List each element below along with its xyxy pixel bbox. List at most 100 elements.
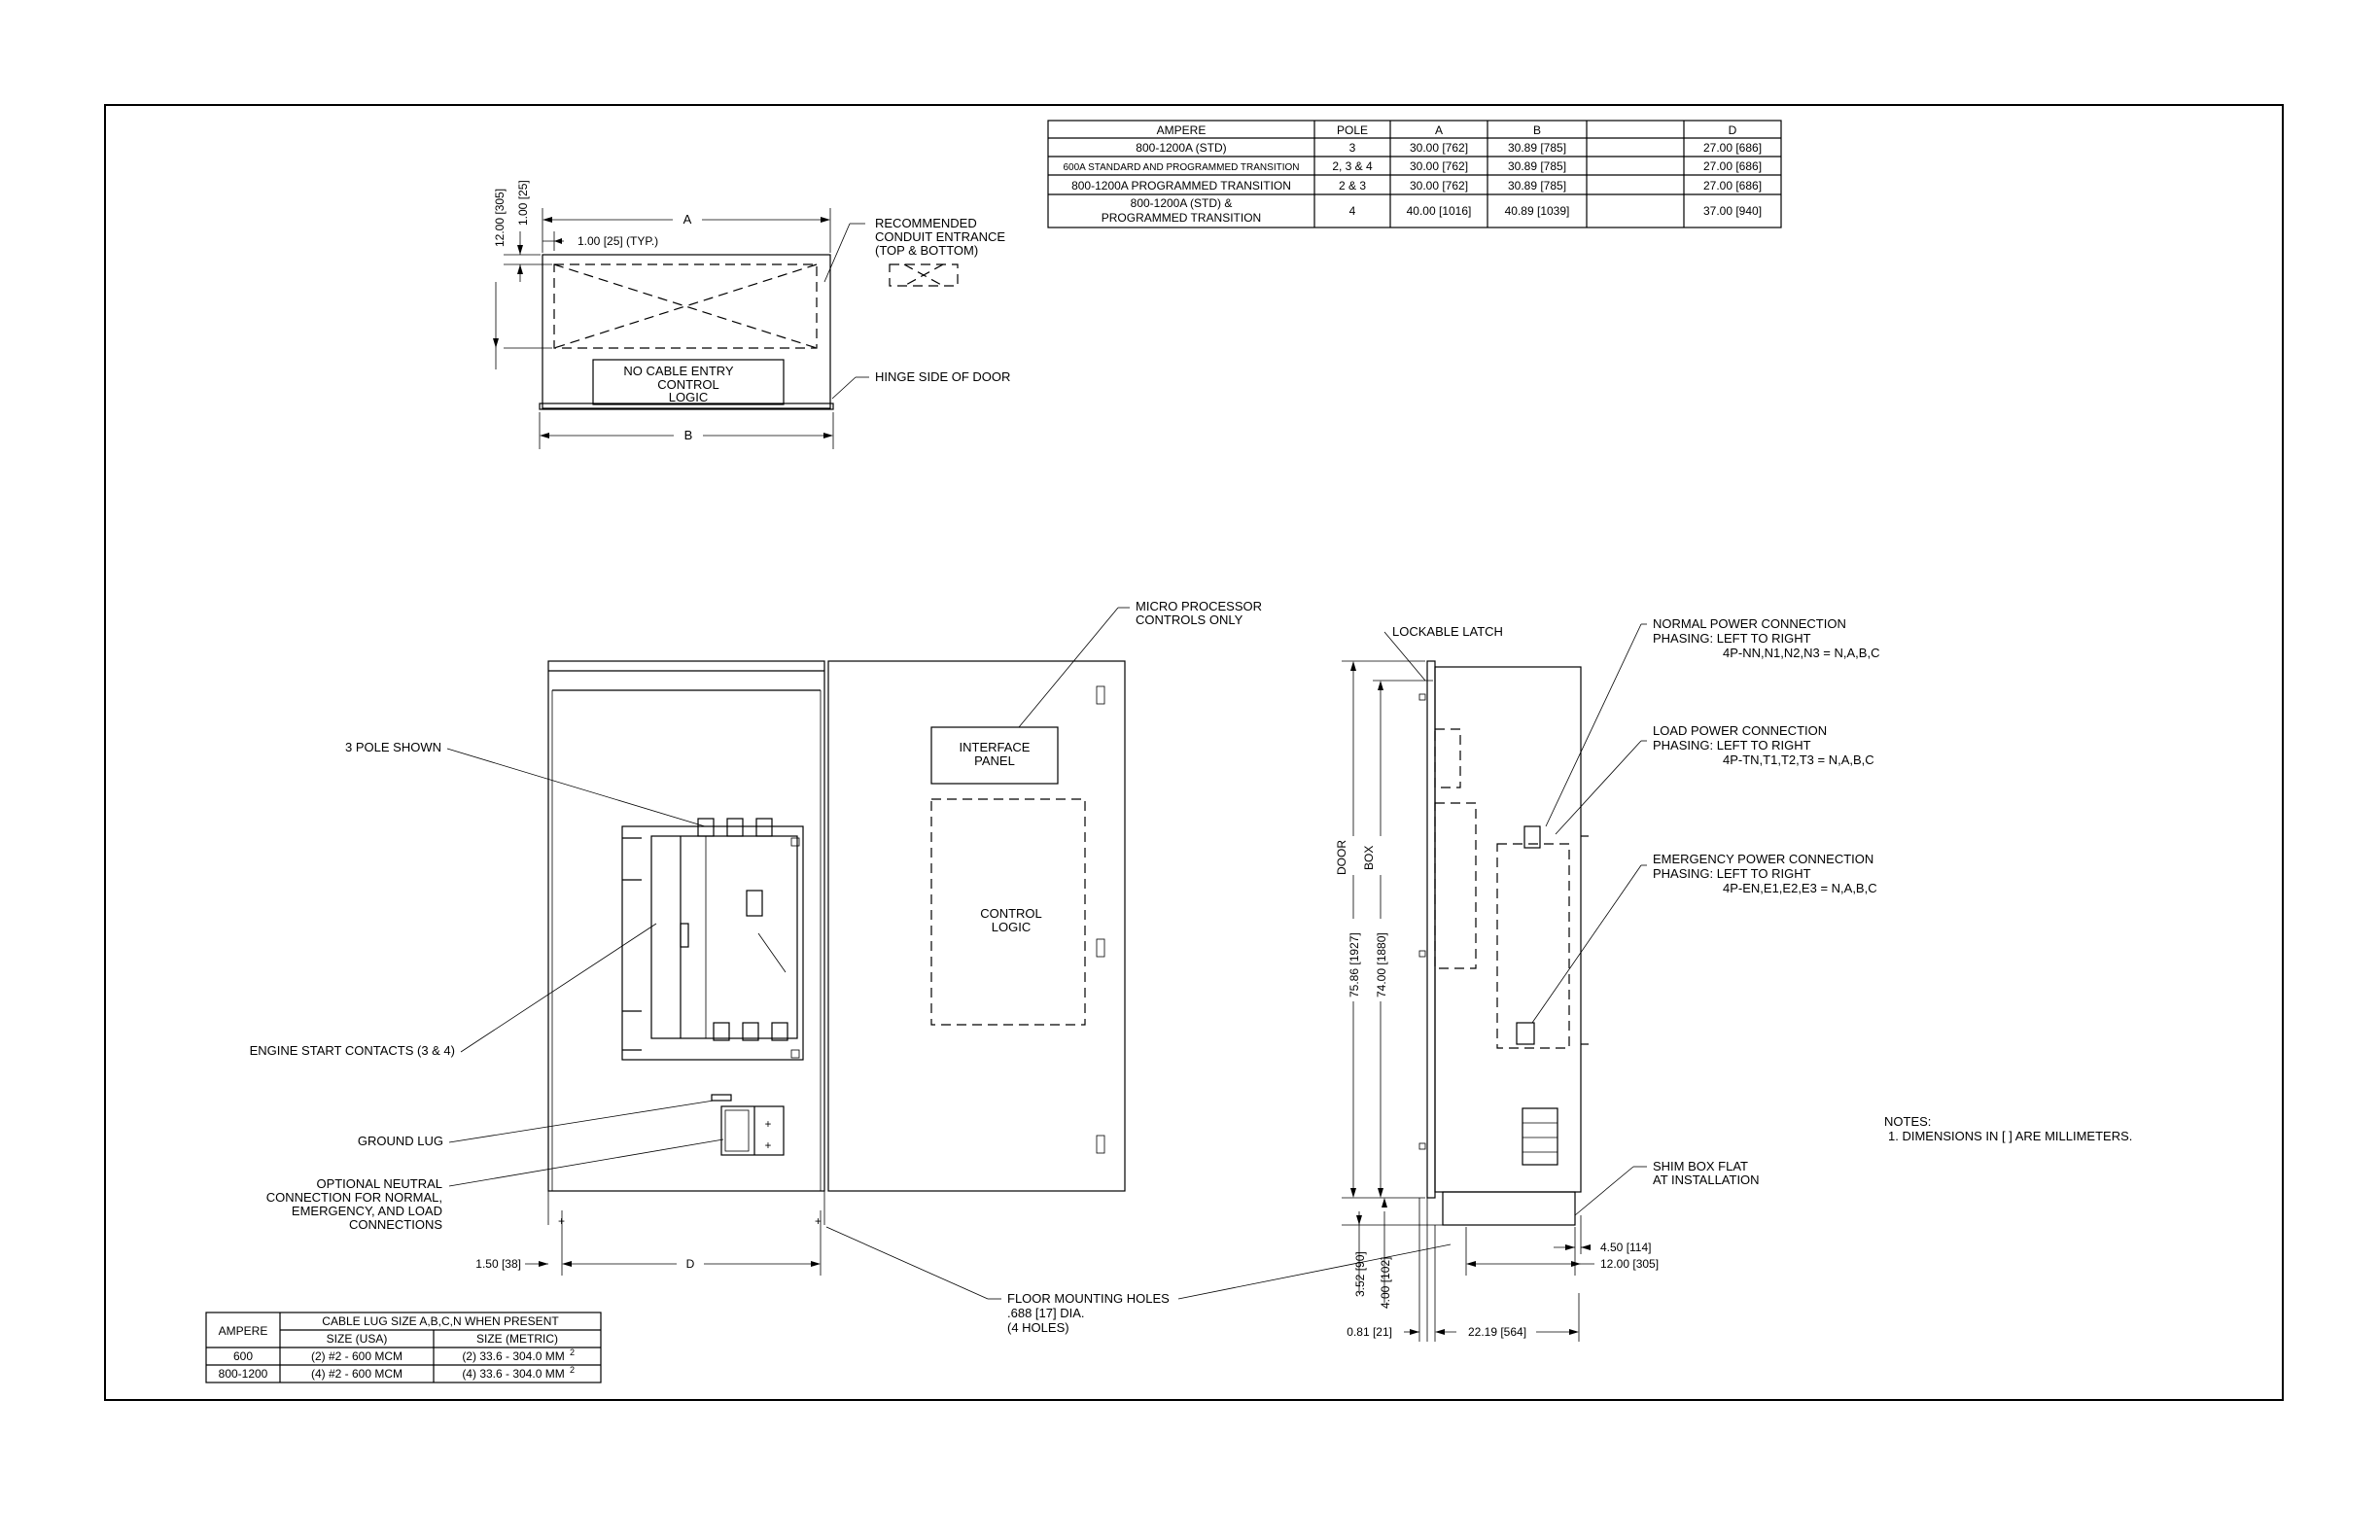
optional-line3: EMERGENCY, AND LOAD <box>292 1204 442 1218</box>
dim-2219: 22.19 [564] <box>1468 1325 1526 1339</box>
no-cable-entry-label: NO CABLE ENTRY <box>623 364 734 378</box>
r4-d: 37.00 [940] <box>1703 204 1762 218</box>
lug-r1-sup: 2 <box>570 1348 575 1357</box>
r2-d: 27.00 [686] <box>1703 159 1762 173</box>
control-logic-area <box>930 798 1086 1026</box>
r1-a: 30.00 [762] <box>1410 141 1468 155</box>
r1-d: 27.00 [686] <box>1703 141 1762 155</box>
lug-th-metric: SIZE (METRIC) <box>476 1332 558 1346</box>
neutral-side <box>1522 1107 1558 1166</box>
emergency-line3: 4P-EN,E1,E2,E3 = N,A,B,C <box>1723 881 1877 895</box>
dim-7586: 75.86 [1927] <box>1348 932 1361 998</box>
dim-12-top: 12.00 [305] <box>493 189 507 247</box>
load-line1: LOAD POWER CONNECTION <box>1653 723 1827 738</box>
dim-400: 4.00 [102] <box>1379 1257 1392 1309</box>
conduit-entrance-area <box>553 263 818 349</box>
box-dim-label: BOX <box>1362 846 1376 870</box>
normal-line1: NORMAL POWER CONNECTION <box>1653 616 1846 631</box>
side-view: LOCKABLE LATCH NORMAL POWER CONNECTION P… <box>1335 616 1879 1342</box>
door-edge <box>1426 660 1436 1199</box>
r2-ampere: 600A STANDARD AND PROGRAMMED TRANSITION <box>1063 162 1299 173</box>
r1-pole: 3 <box>1349 141 1356 155</box>
dim-081: 0.81 [21] <box>1347 1325 1392 1339</box>
conduit-symbol <box>889 263 959 287</box>
normal-line2: PHASING: LEFT TO RIGHT <box>1653 631 1811 646</box>
front-view: INTERFACE PANEL CONTROL LOGIC <box>250 599 1452 1335</box>
recommended-line3: (TOP & BOTTOM) <box>875 243 978 258</box>
optional-line1: OPTIONAL NEUTRAL <box>316 1176 442 1191</box>
dim-typ: 1.00 [25] (TYP.) <box>578 234 658 248</box>
lug-r2-metric: (4) 33.6 - 304.0 MM <box>462 1367 564 1381</box>
neutral-block <box>720 1105 785 1156</box>
notes-item-1: 1. DIMENSIONS IN [ ] ARE MILLIMETERS. <box>1888 1129 2132 1143</box>
sheet-border <box>104 104 2284 1401</box>
dim-450: 4.50 [114] <box>1600 1241 1652 1254</box>
lug-r1-ampere: 600 <box>233 1349 253 1363</box>
shim-line1: SHIM BOX FLAT <box>1653 1159 1748 1173</box>
r3-b: 30.89 [785] <box>1508 179 1566 192</box>
lug-th-ampere: AMPERE <box>219 1324 268 1338</box>
micro-line2: CONTROLS ONLY <box>1136 612 1243 627</box>
shim-base <box>1442 1191 1576 1226</box>
dim-a-top: A <box>683 212 692 227</box>
lug-r1-metric: (2) 33.6 - 304.0 MM <box>462 1349 564 1363</box>
dim-150: 1.50 [38] <box>475 1257 521 1271</box>
dim-b-top: B <box>684 428 693 442</box>
switch-body <box>650 835 798 1039</box>
lug-th-header: CABLE LUG SIZE A,B,C,N WHEN PRESENT <box>322 1314 559 1328</box>
door-dim-label: DOOR <box>1335 840 1348 875</box>
top-view-outline <box>542 254 831 409</box>
svg-text:+: + <box>765 1140 772 1152</box>
floor-line1: FLOOR MOUNTING HOLES <box>1007 1291 1170 1306</box>
dim-1-top: 1.00 [25] <box>516 180 530 226</box>
power-connections <box>1496 843 1570 1049</box>
recommended-line1: RECOMMENDED <box>875 216 977 230</box>
top-logic-label: LOGIC <box>669 390 708 404</box>
r4-a: 40.00 [1016] <box>1407 204 1472 218</box>
interface-label: INTERFACE <box>960 740 1031 754</box>
optional-line2: CONNECTION FOR NORMAL, <box>266 1190 442 1205</box>
pole-label: 3 POLE SHOWN <box>345 740 441 754</box>
r3-a: 30.00 [762] <box>1410 179 1468 192</box>
dim-352: 3.52 [90] <box>1353 1251 1367 1297</box>
notes-title: NOTES: <box>1884 1114 1931 1129</box>
th-ampere: AMPERE <box>1157 123 1207 137</box>
optional-line4: CONNECTIONS <box>349 1217 442 1232</box>
cabinet-outline <box>547 660 825 1192</box>
load-line2: PHASING: LEFT TO RIGHT <box>1653 738 1811 752</box>
th-pole: POLE <box>1337 123 1368 137</box>
th-b: B <box>1533 123 1541 137</box>
dim-7400: 74.00 [1880] <box>1375 932 1388 998</box>
r2-b: 30.89 [785] <box>1508 159 1566 173</box>
door-outline <box>827 660 1126 1192</box>
dimension-table: AMPERE POLE A B D 800-1200A (STD) 3 30.0… <box>1047 120 1782 228</box>
lug-r2-ampere: 800-1200 <box>219 1367 268 1381</box>
r1-ampere: 800-1200A (STD) <box>1136 141 1226 155</box>
top-control-label: CONTROL <box>657 377 719 392</box>
r3-ampere: 800-1200A PROGRAMMED TRANSITION <box>1071 179 1291 192</box>
top-view-base <box>539 402 834 410</box>
lug-th-usa: SIZE (USA) <box>327 1332 388 1346</box>
hole-mark-left: + <box>558 1214 565 1228</box>
ground-lug <box>711 1094 732 1102</box>
micro-line1: MICRO PROCESSOR <box>1136 599 1262 613</box>
r3-d: 27.00 [686] <box>1703 179 1762 192</box>
emergency-line2: PHASING: LEFT TO RIGHT <box>1653 866 1811 881</box>
r4-ampere: 800-1200A (STD) & <box>1131 196 1233 210</box>
panel-label: PANEL <box>974 753 1015 768</box>
top-view: NO CABLE ENTRY CONTROL LOGIC A B 12.00 [… <box>493 180 1010 449</box>
r2-a: 30.00 [762] <box>1410 159 1468 173</box>
r1-b: 30.89 [785] <box>1508 141 1566 155</box>
floor-line3: (4 HOLES) <box>1007 1320 1069 1335</box>
control-label: CONTROL <box>980 906 1042 921</box>
shim-line2: AT INSTALLATION <box>1653 1172 1760 1187</box>
emergency-line1: EMERGENCY POWER CONNECTION <box>1653 852 1873 866</box>
interface-panel <box>930 726 1059 785</box>
notes: NOTES: 1. DIMENSIONS IN [ ] ARE MILLIMET… <box>1884 1114 2132 1143</box>
r4-b: 40.89 [1039] <box>1505 204 1570 218</box>
r3-pole: 2 & 3 <box>1339 179 1366 192</box>
r2-pole: 2, 3 & 4 <box>1332 159 1373 173</box>
lug-r2-usa: (4) #2 - 600 MCM <box>311 1367 402 1381</box>
lug-r2-sup: 2 <box>570 1365 575 1375</box>
